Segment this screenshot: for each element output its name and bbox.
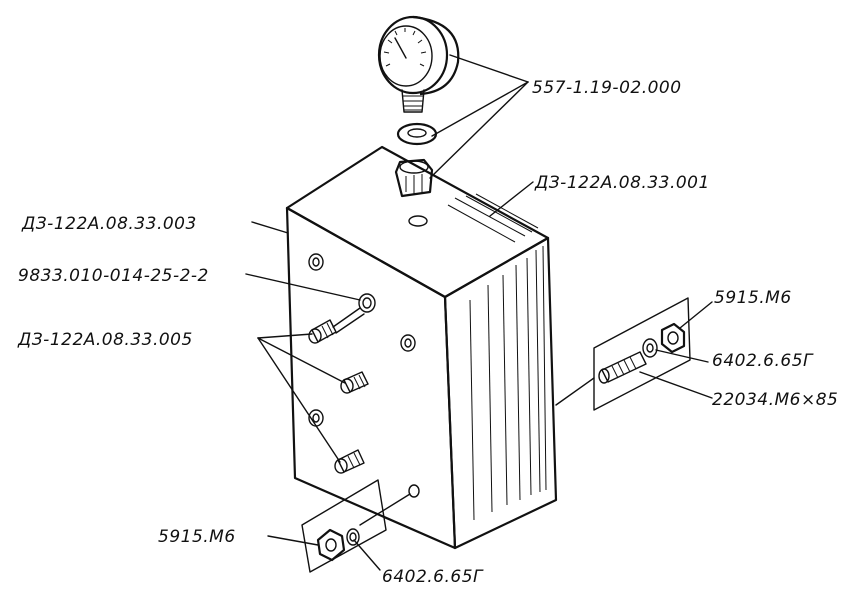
block-front-face: [285, 206, 457, 550]
label-gauge-assembly: 557-1.19-02.000: [532, 78, 682, 98]
front-face-details: [308, 253, 420, 498]
label-seal-ring: 9833.010-014-25-2-2: [18, 266, 209, 286]
nut-right: [660, 322, 686, 354]
gauge-dial: [379, 25, 433, 87]
right-face-hatching: [469, 245, 547, 521]
label-front-panel: ДЗ-122А.08.33.003: [21, 214, 197, 234]
top-face-shading: [447, 193, 539, 243]
seal-ring-on-block: [358, 293, 376, 313]
top-adapter: [394, 158, 434, 198]
gauge-washer: [396, 122, 438, 146]
right-fastener-frame: [593, 297, 691, 411]
washer-bottom: [346, 528, 360, 546]
stud-right: [598, 351, 647, 384]
fitting-1: [308, 319, 337, 344]
block-body: [285, 145, 558, 550]
fitting-3: [334, 449, 365, 474]
block-top-face: [285, 145, 550, 299]
plug-right: [400, 334, 416, 352]
bottom-fastener-group: [301, 479, 411, 573]
block-right-face: [443, 236, 558, 550]
washer-right: [642, 338, 658, 358]
fitting-2: [340, 371, 369, 394]
label-nut-bottom: 5915.М6: [158, 527, 236, 547]
pressure-gauge: [377, 15, 460, 113]
label-stud-right: 22034.М6×85: [712, 390, 838, 410]
nut-bottom: [316, 528, 346, 562]
right-fastener-group: [555, 297, 691, 411]
label-body-top: ДЗ-122А.08.33.001: [534, 173, 710, 193]
bottom-bolt-hole: [408, 484, 420, 498]
bottom-fastener-frame: [301, 479, 387, 573]
label-nut-right: 5915.М6: [714, 288, 792, 308]
gauge-needle: [394, 37, 407, 59]
label-washer-right: 6402.6.65Г: [712, 351, 814, 371]
label-fittings: ДЗ-122А.08.33.005: [17, 330, 193, 350]
plug-upper: [308, 253, 324, 271]
gauge-ticks: [383, 28, 427, 67]
top-port-hole: [408, 215, 428, 227]
leader-lines: [245, 54, 713, 571]
gauge-bezel: [377, 15, 449, 95]
label-washer-bottom: 6402.6.65Г: [382, 567, 484, 587]
